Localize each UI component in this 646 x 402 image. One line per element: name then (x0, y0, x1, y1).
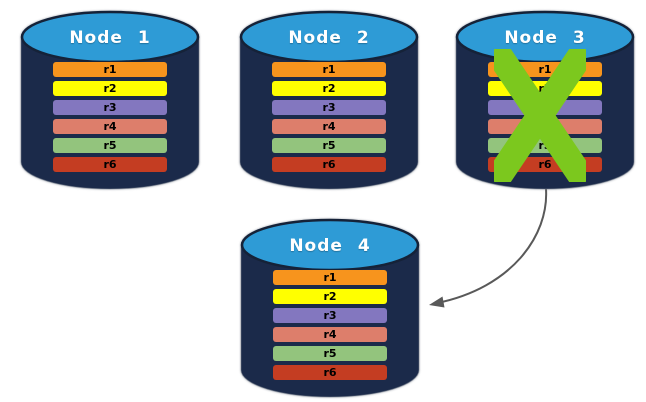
replica-row-label: r1 (538, 63, 552, 76)
replica-rows: r1 r2 r3 r4 r5 r6 (273, 270, 387, 384)
replica-row-label: r4 (323, 328, 337, 341)
node-title: Node 2 (288, 28, 370, 48)
replica-row: r4 (272, 119, 386, 134)
replication-arrowhead-icon (429, 296, 445, 308)
node-title: Node 1 (69, 28, 151, 48)
replica-row: r1 (273, 270, 387, 285)
replica-row: r3 (53, 100, 167, 115)
node-2-cylinder: Node 2 r1 r2 r3 r4 r5 r6 (239, 7, 419, 193)
replication-arrow-curve (436, 188, 548, 304)
replica-row-label: r6 (322, 158, 336, 171)
replica-row: r2 (272, 81, 386, 96)
replica-row-label: r5 (103, 139, 117, 152)
replica-row: r1 (53, 62, 167, 77)
replica-row: r1 (272, 62, 386, 77)
replica-row-label: r2 (322, 82, 336, 95)
replica-row-label: r3 (322, 101, 336, 114)
failure-x-icon (494, 49, 586, 182)
replica-row-label: r4 (322, 120, 336, 133)
replica-row: r5 (53, 138, 167, 153)
node-4-cylinder: Node 4 r1 r2 r3 r4 r5 r6 (240, 215, 420, 401)
replica-row-label: r6 (538, 158, 552, 171)
replica-row-label: r1 (103, 63, 117, 76)
replica-row: r5 (272, 138, 386, 153)
replica-row-label: r3 (103, 101, 117, 114)
replica-row-label: r6 (103, 158, 117, 171)
replica-row: r6 (273, 365, 387, 380)
replica-row-label: r5 (322, 139, 336, 152)
replica-row: r4 (53, 119, 167, 134)
replica-rows: r1 r2 r3 r4 r5 r6 (272, 62, 386, 176)
replica-row: r6 (272, 157, 386, 172)
replica-row: r2 (273, 289, 387, 304)
replica-row: r2 (53, 81, 167, 96)
replica-rows: r1 r2 r3 r4 r5 r6 (53, 62, 167, 176)
replica-row-label: r5 (323, 347, 337, 360)
node-1-cylinder: Node 1 r1 r2 r3 r4 r5 r6 (20, 7, 200, 193)
replica-row-label: r4 (103, 120, 117, 133)
replica-row: r6 (53, 157, 167, 172)
replica-row-label: r1 (323, 271, 337, 284)
node-title: Node 4 (289, 236, 371, 256)
replica-row-label: r1 (322, 63, 336, 76)
replica-row-label: r2 (323, 290, 337, 303)
replica-row: r4 (273, 327, 387, 342)
replica-row-label: r2 (103, 82, 117, 95)
node-title: Node 3 (504, 28, 586, 48)
replica-row: r3 (272, 100, 386, 115)
replica-row-label: r3 (323, 309, 337, 322)
replica-row: r3 (273, 308, 387, 323)
replica-row-label: r6 (323, 366, 337, 379)
replica-row: r5 (273, 346, 387, 361)
